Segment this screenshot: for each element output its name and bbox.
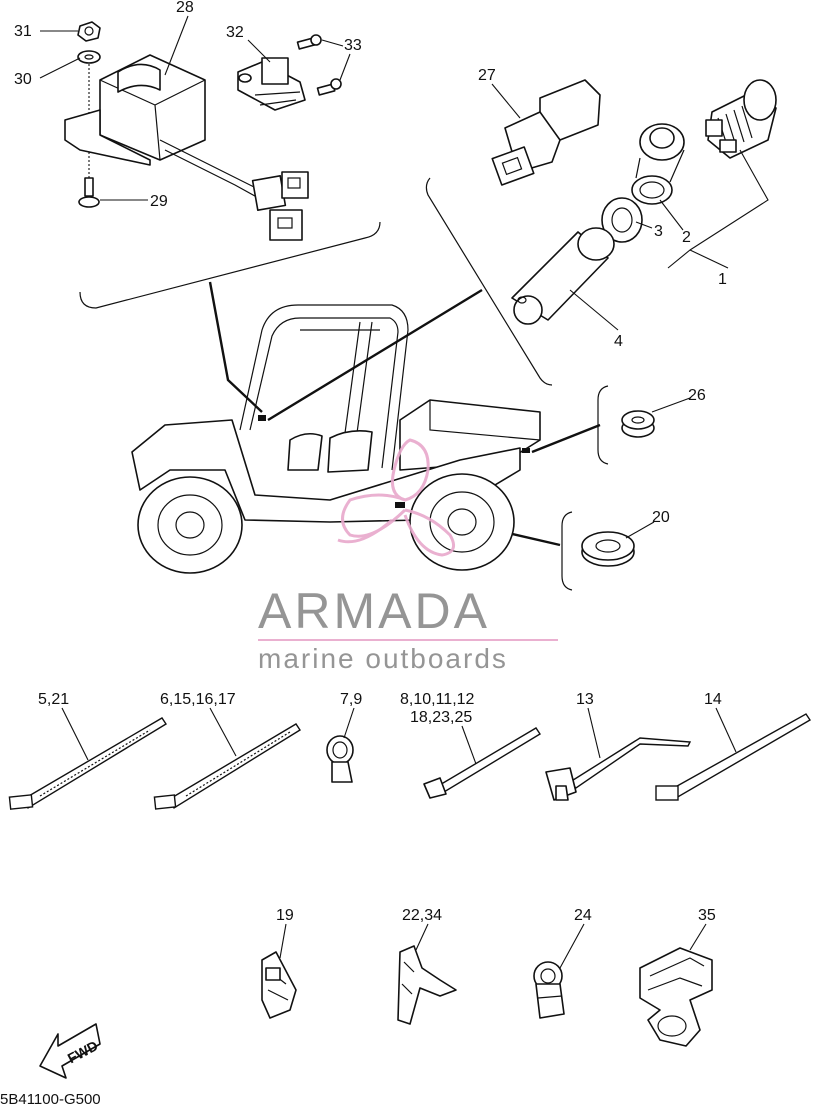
callout-2: 2 [682, 229, 691, 246]
clamp-part-24 [533, 961, 565, 1019]
grommet-part-26 [621, 410, 655, 438]
callout-8-10-11-12: 8,10,11,12 [400, 691, 475, 708]
drawing-code: 5B41100-G500 [0, 1091, 101, 1105]
callout-35: 35 [698, 907, 716, 924]
callout-13: 13 [576, 691, 594, 708]
callout-31: 31 [14, 23, 32, 40]
socket-assembly-group: 27 2 3 [425, 67, 777, 386]
callout-4: 4 [614, 333, 623, 350]
watermark-brand: ARMADA [258, 583, 490, 639]
callout-14: 14 [704, 691, 722, 708]
bolt-part-29 [78, 177, 148, 208]
rear-wheel [409, 473, 515, 571]
clip-part-7-9 [326, 735, 354, 783]
callout-19: 19 [276, 907, 294, 924]
grommet-group-20: 20 [561, 509, 670, 591]
cover-part-4 [511, 227, 615, 325]
sensor-group: 32 33 [226, 24, 362, 111]
grommet-part-20 [581, 531, 635, 567]
clamp-part-19 [261, 951, 297, 1019]
socket-part-1 [705, 79, 777, 159]
callout-33: 33 [344, 37, 362, 54]
grommet-group-26: 26 [597, 385, 706, 465]
screw-part-33a [296, 34, 322, 50]
callout-30: 30 [14, 71, 32, 88]
cable-tie-part-14 [655, 713, 811, 801]
relay-assembly-group: 31 30 28 29 [14, 0, 381, 309]
callout-26: 26 [688, 387, 706, 404]
callout-24: 24 [574, 907, 592, 924]
cable-tie-part-13 [545, 737, 692, 801]
callout-28: 28 [176, 0, 194, 16]
cable-tie-part-5-21 [8, 717, 167, 810]
cap-part-2 [631, 123, 685, 205]
armada-logo [337, 438, 456, 557]
callout-7-9: 7,9 [340, 691, 362, 708]
callout-18-23-25: 18,23,25 [410, 709, 472, 726]
nut-part-3 [601, 197, 643, 243]
cable-tie-part-8-25 [423, 727, 541, 799]
callout-22-34: 22,34 [402, 907, 442, 924]
fwd-arrow: FWD [39, 1023, 101, 1079]
vehicle-illustration [131, 281, 601, 574]
screw-part-33b [316, 78, 342, 96]
sensor-part-27 [491, 79, 601, 186]
callout-3: 3 [654, 223, 663, 240]
clamp-part-22-34 [397, 945, 457, 1025]
watermark-tagline: marine outboards [258, 643, 508, 674]
callout-29: 29 [150, 193, 168, 210]
armada-watermark: ARMADA marine outboards [258, 438, 558, 674]
clamp-part-35 [639, 947, 713, 1047]
callout-6-15-16-17: 6,15,16,17 [160, 691, 236, 708]
callout-1: 1 [718, 271, 727, 288]
cable-tie-part-6-15-16-17 [153, 723, 301, 810]
washer-part-30 [77, 50, 101, 64]
callout-20: 20 [652, 509, 670, 526]
callout-5-21: 5,21 [38, 691, 69, 708]
cable-tie-row: 5,21 6,15,16,17 7,9 8,10,11,12 18,23,25 [8, 691, 811, 810]
callout-32: 32 [226, 24, 244, 41]
callout-27: 27 [478, 67, 496, 84]
clamp-row: 19 22,34 24 35 [261, 907, 716, 1047]
nut-part-31 [77, 21, 101, 42]
front-wheel [137, 476, 243, 574]
relay-box-part-28 [64, 54, 309, 241]
